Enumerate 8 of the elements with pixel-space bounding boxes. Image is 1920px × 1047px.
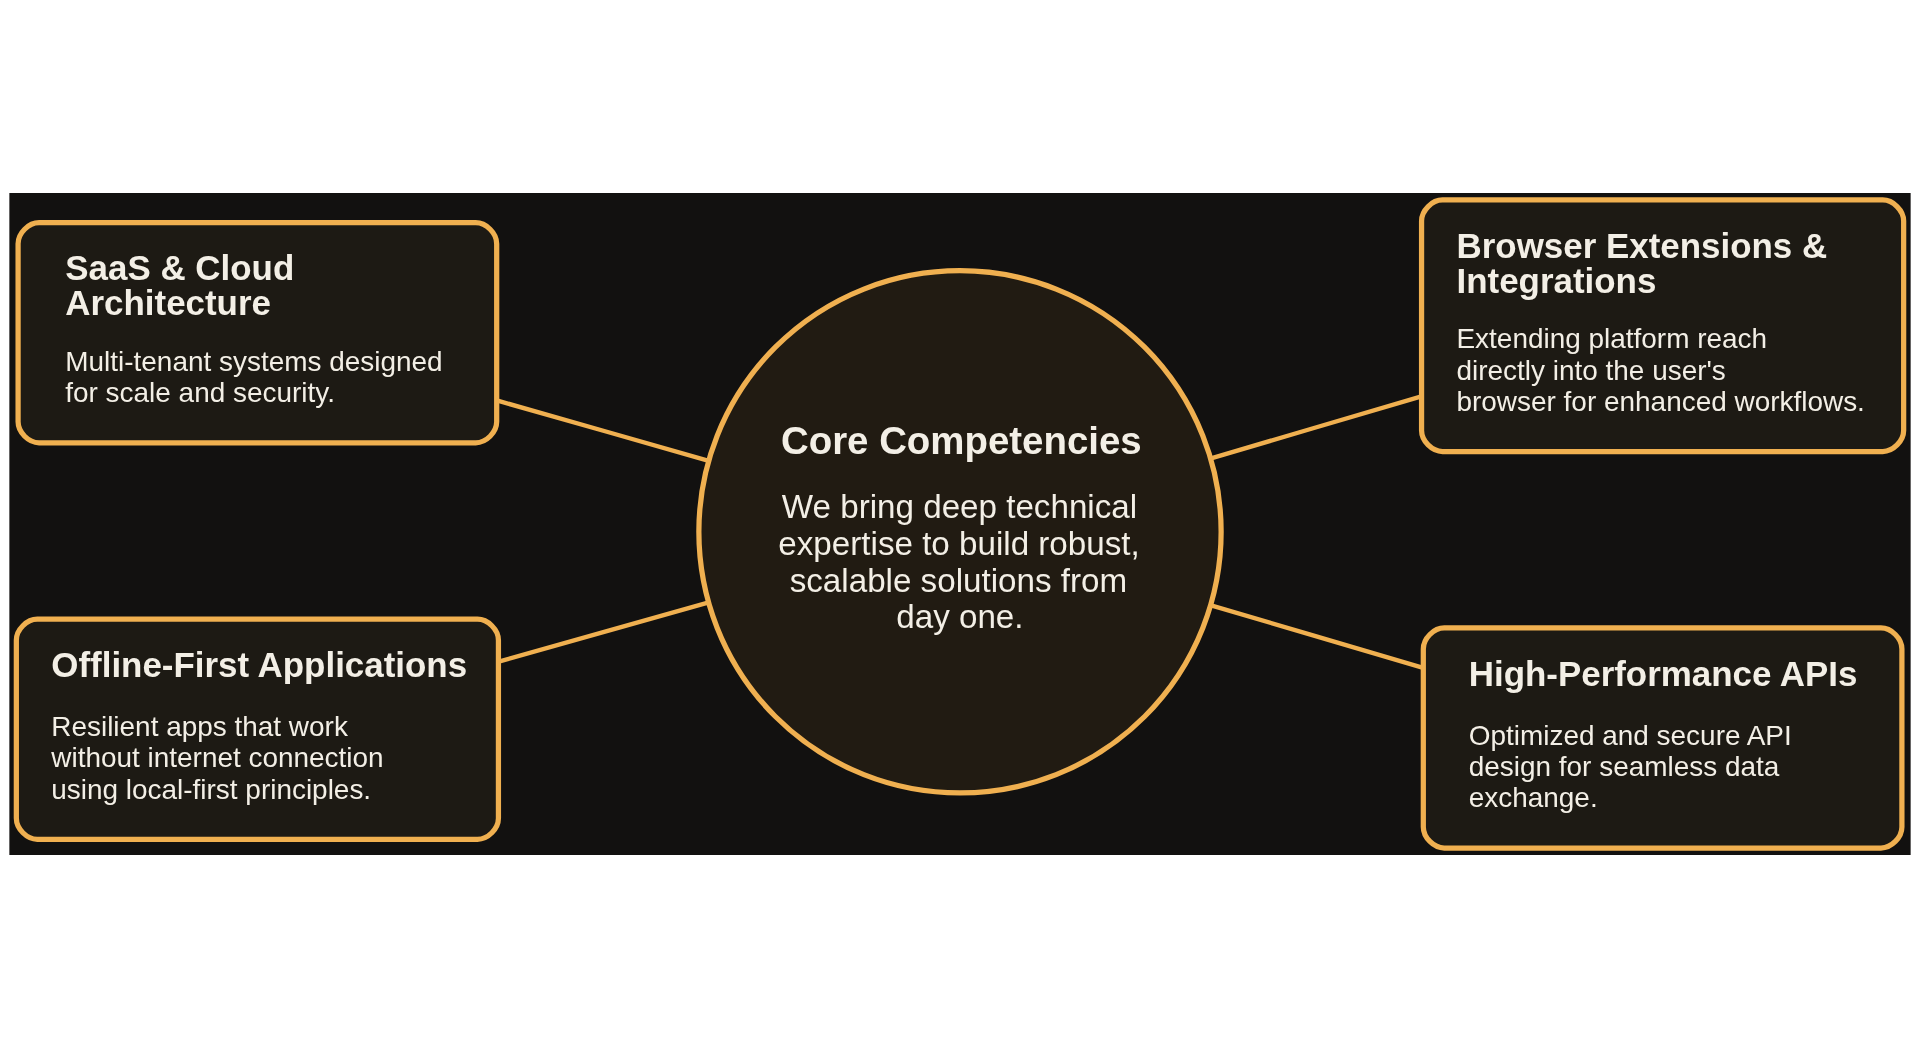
node-box: Offline-First Applications Resilient apps that work without internet connection using local-first principles. <box>13 616 502 842</box>
node-circle: Core Competencies We bring deep technical expertise to build robust, scalable solutions from day one. <box>696 267 1224 796</box>
connector <box>496 397 710 463</box>
node-box: SaaS & Cloud Architecture Multi-tenant systems designed for scale and security. <box>15 219 500 445</box>
node-box: High-Performance APIs Optimized and secure API design for seamless data exchange. <box>1420 624 1905 851</box>
connector <box>1209 602 1424 670</box>
connector <box>498 599 710 664</box>
node-box: Browser Extensions & Integrations Extending platform reach directly into the user's browser for enhanced workflows. <box>1418 196 1907 454</box>
